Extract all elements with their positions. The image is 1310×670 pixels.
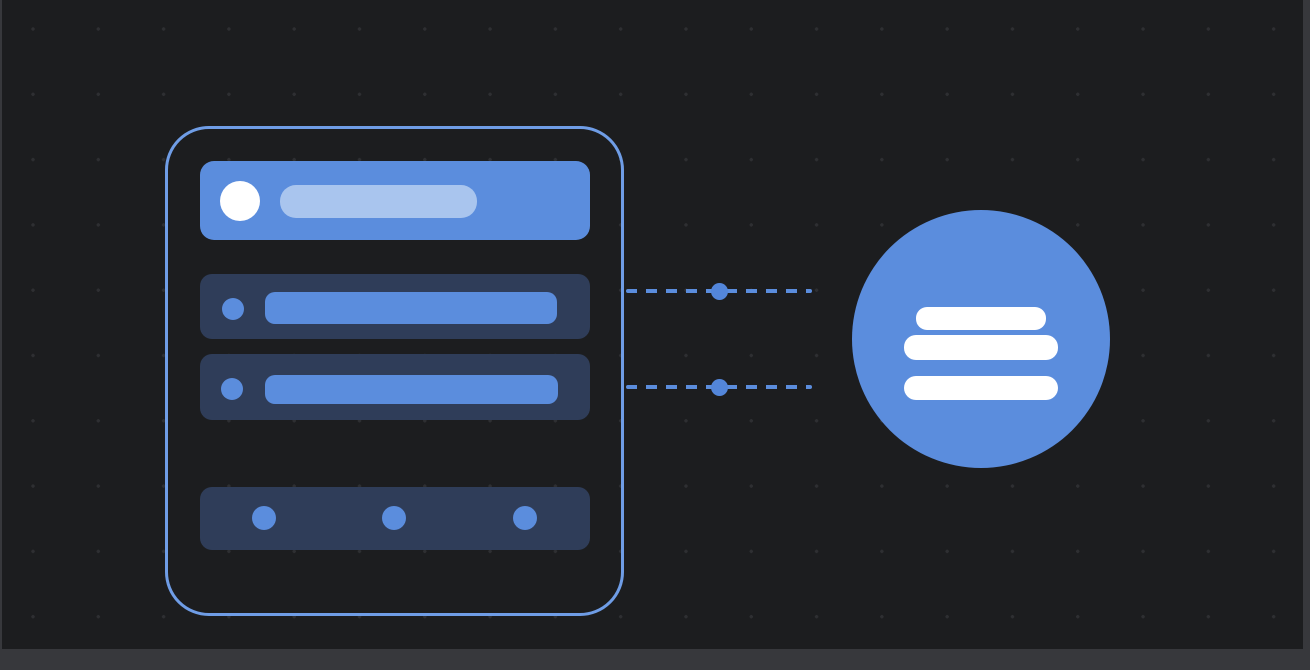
footer-dot-1-icon <box>252 506 276 530</box>
avatar-circle-icon <box>220 181 260 221</box>
stack-icon-bar-2 <box>904 335 1058 360</box>
connector-1-midpoint-dot <box>711 283 728 300</box>
connector-2-midpoint-dot <box>711 379 728 396</box>
form-card-outline <box>165 126 624 616</box>
circle-node <box>852 210 1110 468</box>
dotted-grid-canvas <box>2 0 1303 649</box>
header-title-placeholder <box>280 185 477 218</box>
footer-dot-3-icon <box>513 506 537 530</box>
field-row-2-value-placeholder <box>265 375 558 404</box>
field-row-1-value-placeholder <box>265 292 557 324</box>
footer-dot-2-icon <box>382 506 406 530</box>
stack-icon-bar-3 <box>904 376 1058 400</box>
field-row-2-bullet-icon <box>221 378 243 400</box>
field-row-1-bullet-icon <box>222 298 244 320</box>
stack-icon-bar-1 <box>916 307 1046 330</box>
